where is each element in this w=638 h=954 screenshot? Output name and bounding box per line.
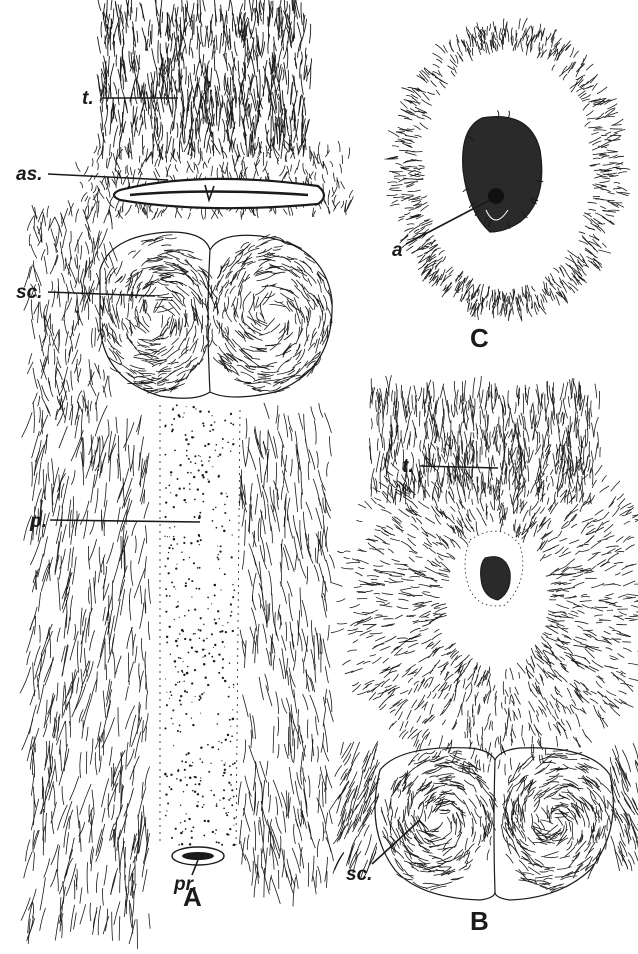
label-as: as. [16, 164, 42, 185]
panel-letter-b: B [470, 906, 489, 936]
panel-letter-a: A [183, 882, 202, 912]
scrotum-hair [381, 748, 614, 892]
scrotum-hair [98, 234, 332, 393]
tail-hair [369, 375, 600, 505]
panel-c-drawing [385, 18, 631, 321]
panel-a-drawing [20, 0, 353, 949]
label-sc-b: sc. [346, 864, 372, 885]
label-a: a [392, 240, 403, 261]
anal-patch [481, 557, 511, 600]
body-hair [20, 138, 353, 949]
penis-stipple [164, 404, 236, 846]
label-t-a: t. [82, 88, 94, 109]
panel-letter-c: C [470, 323, 489, 353]
label-sc-a: sc. [16, 282, 42, 303]
label-t-b: t. [402, 456, 414, 477]
tail-hair [97, 0, 312, 159]
label-p: p. [29, 511, 47, 532]
panel-b-drawing [330, 375, 638, 900]
anal-patch [463, 117, 542, 232]
